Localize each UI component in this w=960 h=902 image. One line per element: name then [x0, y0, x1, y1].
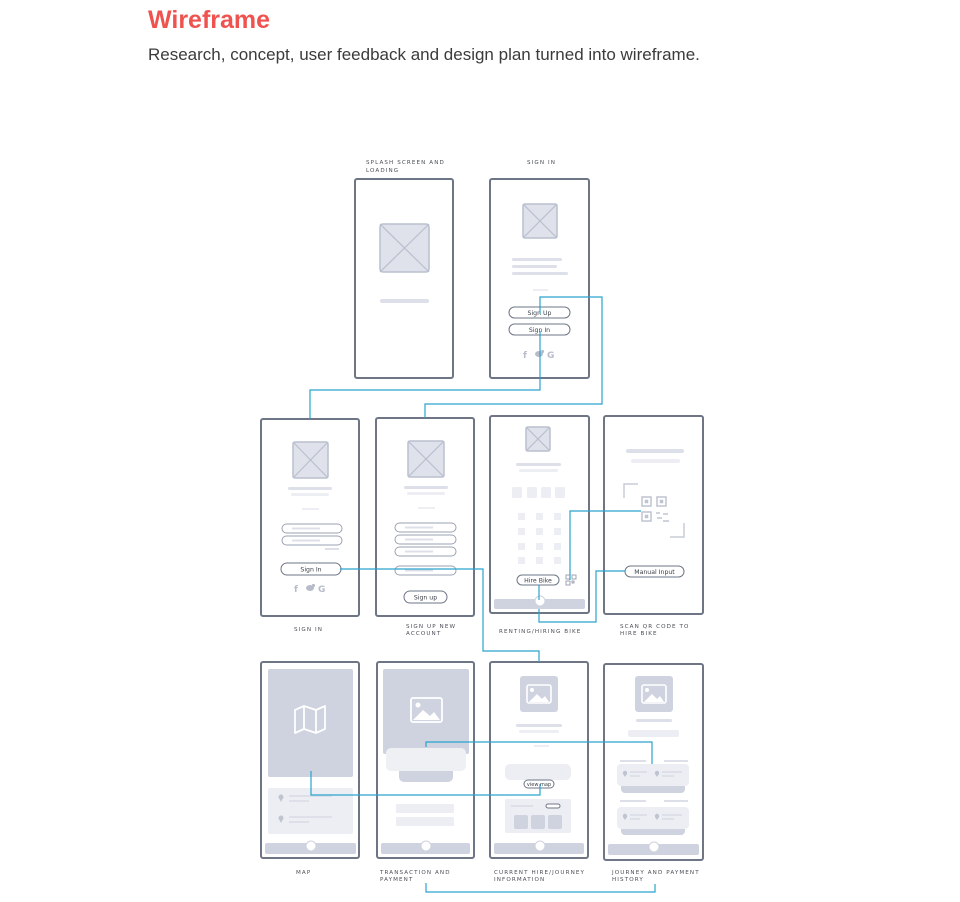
connector-manual-to-renting [538, 570, 625, 623]
home-button[interactable] [420, 840, 432, 852]
map-caption: MAP [296, 870, 311, 876]
image-placeholder-icon [379, 223, 430, 273]
history-caption-2: HISTORY [612, 877, 644, 883]
connector-transaction-to-history [425, 883, 656, 893]
station-grid [518, 513, 561, 564]
home-button[interactable] [648, 841, 660, 853]
current-hire-caption-1: CURRENT HIRE/JOURNEY [494, 870, 585, 876]
splash-caption-1: SPLASH SCREEN AND [366, 160, 445, 166]
map-icon [294, 705, 326, 734]
flow-connectors [309, 296, 656, 893]
google-icon[interactable]: G [547, 351, 554, 361]
sign-in-screen: Sign In f G SIGN IN [260, 418, 360, 633]
current-hire-screen: view map CURRENT HIRE/JOURNEY INFORMATIO… [489, 661, 589, 883]
location-pin-icon [622, 770, 628, 777]
view-map-button[interactable]: view map [523, 779, 555, 789]
image-icon [526, 684, 552, 704]
image-placeholder-icon [522, 203, 558, 239]
connector-sign-in-to-sign-in-screen [309, 331, 541, 419]
scan-frame [623, 483, 685, 538]
location-pin-icon [654, 770, 660, 777]
transaction-screen: TRANSACTION AND PAYMENT [376, 661, 475, 883]
connector-payment-to-history [425, 741, 653, 764]
transaction-caption-2: PAYMENT [380, 877, 414, 883]
svg-text:Manual Input: Manual Input [634, 569, 675, 576]
sign-in-caption: SIGN IN [294, 627, 323, 633]
map-screen: MAP [260, 661, 360, 876]
history-caption-1: JOURNEY AND PAYMENT [611, 870, 700, 876]
svg-text:Sign In: Sign In [529, 327, 550, 334]
scan-screen: Manual Input SCAN QR CODE TO HIRE BIKE [603, 415, 704, 637]
sign-up-button[interactable]: Sign up [403, 590, 448, 604]
connector-qr-to-scan [569, 510, 641, 580]
facebook-icon[interactable]: f [523, 351, 527, 361]
loading-bar [380, 299, 429, 303]
sign-up-screen: Sign up SIGN UP NEW ACCOUNT [375, 417, 475, 637]
scan-caption-2: HIRE BIKE [620, 631, 658, 637]
sign-in-top-caption: SIGN IN [527, 160, 556, 166]
google-icon[interactable]: G [318, 585, 325, 595]
current-hire-caption-2: INFORMATION [494, 877, 545, 883]
page-title: Wireframe [148, 6, 271, 34]
facebook-icon[interactable]: f [294, 585, 298, 595]
location-pin-icon [278, 794, 284, 802]
svg-text:Sign In: Sign In [300, 567, 321, 574]
image-placeholder-icon [525, 426, 551, 452]
history-screen: JOURNEY AND PAYMENT HISTORY [603, 663, 704, 883]
svg-text:view map: view map [527, 782, 551, 788]
home-button[interactable] [534, 595, 546, 607]
transaction-caption-1: TRANSACTION AND [379, 870, 451, 876]
sign-up-caption-2: ACCOUNT [406, 631, 441, 637]
payment-card[interactable] [386, 748, 466, 771]
home-button[interactable] [534, 840, 546, 852]
sign-in-top-screen: SIGN IN Sign Up Sign In f G [489, 160, 590, 379]
home-button[interactable] [305, 840, 317, 852]
connector-sign-up-to-sign-up-screen [424, 296, 603, 418]
connector-view-map-to-map [310, 771, 541, 796]
renting-caption: RENTING/HIRING BIKE [499, 629, 581, 635]
history-card[interactable] [617, 807, 689, 829]
connector-sign-in-to-renting [340, 568, 540, 662]
svg-text:Hire Bike: Hire Bike [524, 578, 552, 585]
image-icon [641, 684, 667, 704]
sign-up-caption-1: SIGN UP NEW [406, 624, 456, 630]
twitter-icon[interactable] [306, 583, 316, 591]
svg-text:Sign up: Sign up [414, 595, 437, 602]
location-pin-icon [278, 815, 284, 823]
qr-code-icon [641, 496, 669, 522]
location-pin-icon [622, 813, 628, 820]
page-subtitle: Research, concept, user feedback and des… [148, 45, 700, 64]
history-card[interactable] [617, 764, 689, 786]
twitter-icon[interactable] [535, 349, 545, 357]
sign-in-button[interactable]: Sign In [280, 562, 342, 576]
location-pin-icon [654, 813, 660, 820]
scan-caption-1: SCAN QR CODE TO [620, 624, 690, 630]
image-icon [410, 697, 443, 723]
renting-screen: Hire Bike RENTING/HIRING BIKE [489, 415, 590, 635]
map-area[interactable] [268, 669, 353, 777]
image-placeholder-icon [407, 440, 445, 478]
splash-screen: SPLASH SCREEN AND LOADING [354, 160, 454, 379]
hire-bike-button[interactable]: Hire Bike [516, 574, 560, 586]
splash-caption-2: LOADING [366, 168, 399, 174]
image-placeholder-icon [292, 441, 329, 479]
manual-input-button[interactable]: Manual Input [624, 565, 685, 578]
